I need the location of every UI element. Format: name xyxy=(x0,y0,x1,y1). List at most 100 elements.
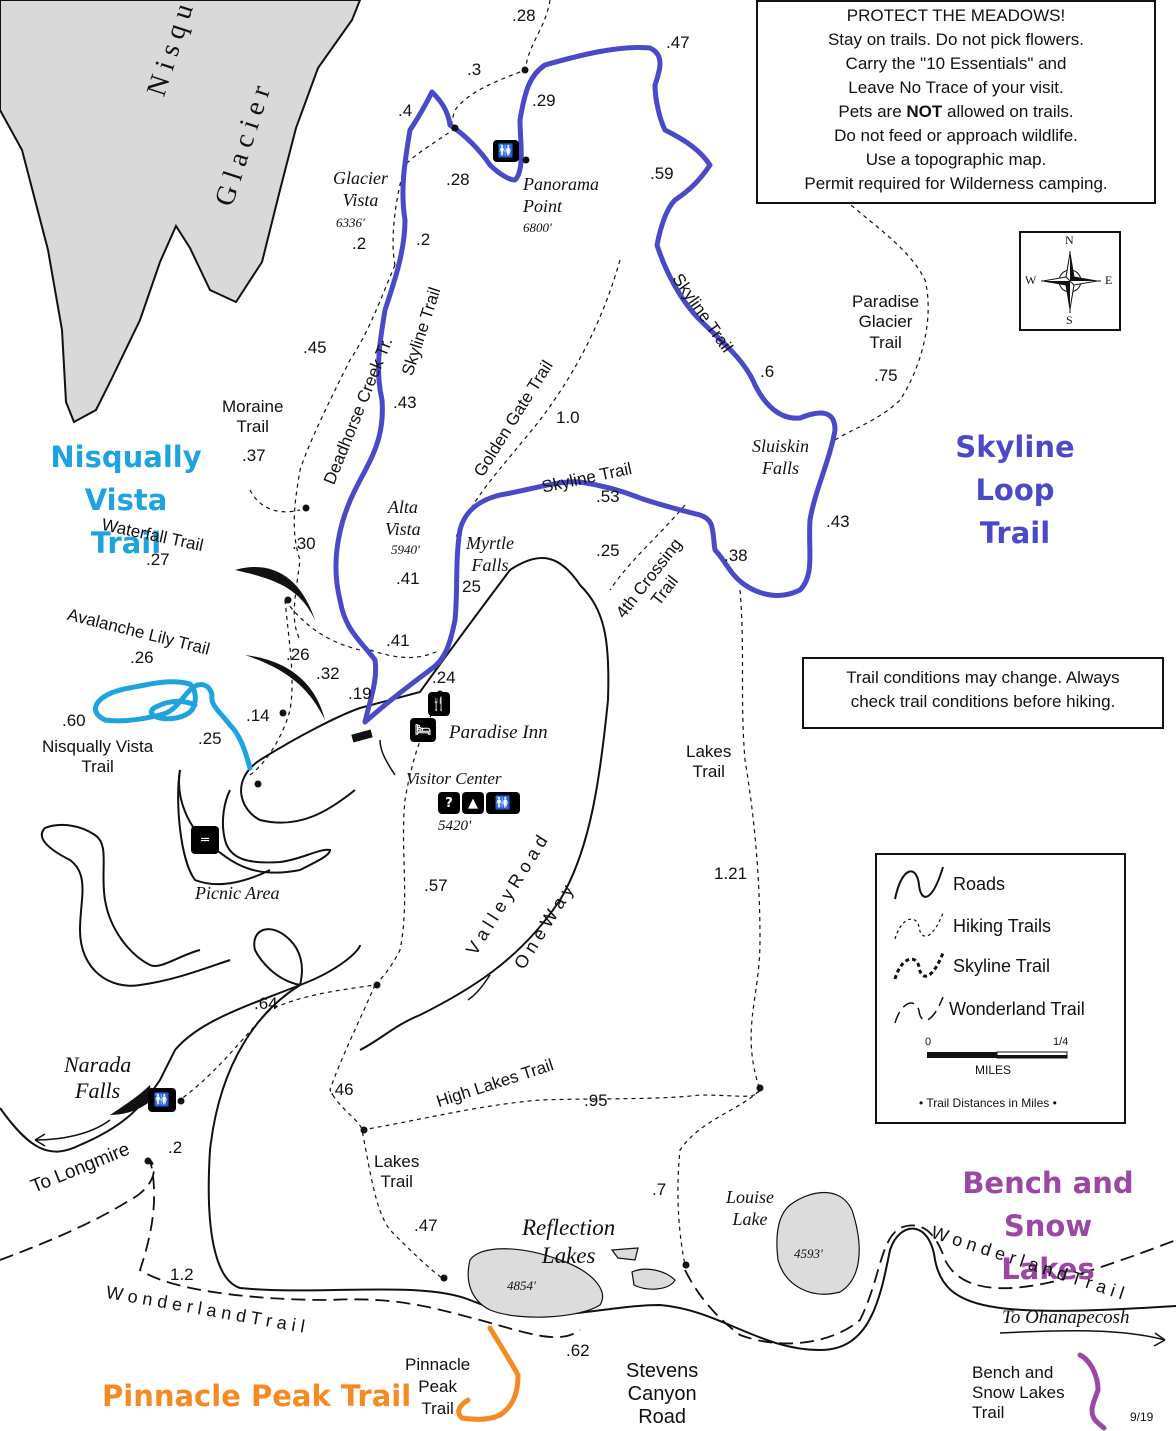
notice-line: Permit required for Wilderness camping. xyxy=(804,174,1108,193)
trail-distance-label: .62 xyxy=(566,1341,590,1360)
compass-s: S xyxy=(1066,313,1073,327)
to-ohanapecosh-arrow xyxy=(999,1329,1166,1341)
alta-vista-label: Alta Vista xyxy=(385,497,421,539)
visitor-center-label: Visitor Center xyxy=(406,769,502,788)
legend-scale-start: 0 xyxy=(925,1036,932,1048)
compass-w: W xyxy=(1025,273,1037,287)
conditions-line-1: Trail conditions may change. Always xyxy=(846,668,1120,687)
lakes xyxy=(467,1191,860,1318)
info-icon: ? xyxy=(438,792,460,814)
trail-distance-label: .26 xyxy=(286,645,310,664)
reflection-lakes-shape xyxy=(467,1248,604,1318)
trail-distance-label: .28 xyxy=(512,6,536,25)
picnic-area-label: Picnic Area xyxy=(195,883,280,903)
trail-distance-label: .45 xyxy=(303,338,327,357)
bench-snow-route xyxy=(1077,1352,1107,1431)
trail-distance-label: .27 xyxy=(146,550,170,569)
trail-distance-label: .2 xyxy=(352,234,367,253)
notice-line: Carry the "10 Essentials" and xyxy=(845,54,1067,73)
legend-distance-note: • Trail Distances in Miles • xyxy=(919,1096,1057,1110)
trail-distance-label: .19 xyxy=(348,684,372,703)
nisqually-vista-route xyxy=(92,679,253,771)
nisqually-vista-title: Nisqually Vista Trail xyxy=(50,440,202,560)
trail-distance-label: .29 xyxy=(532,91,556,110)
version-label: 9/19 xyxy=(1130,1410,1154,1424)
trail-distance-label: 1.0 xyxy=(556,408,580,427)
roads xyxy=(0,557,1176,1352)
compass-e: E xyxy=(1105,273,1113,287)
trail-distance-label: .2 xyxy=(168,1138,183,1157)
trail-distance-label: .59 xyxy=(650,164,674,183)
trail-distance-label: .4 xyxy=(398,101,413,120)
to-ohanapecosh-label: To Ohanapecosh xyxy=(1002,1307,1130,1328)
picnic-table-icon: ═ xyxy=(191,826,219,854)
visitor-center-building xyxy=(351,729,373,743)
restaurant-icon: 🍴 xyxy=(428,692,450,716)
louise-lake-elevation: 4593' xyxy=(794,1246,823,1261)
moraine-trail-label: Moraine Trail xyxy=(222,397,284,437)
visitor-restroom-icon: 🚻 xyxy=(486,792,520,814)
trail-distance-label: .60 xyxy=(62,711,86,730)
trail-distance-label: .53 xyxy=(596,487,620,506)
myrtle-falls-label: Myrtle Falls xyxy=(466,533,514,575)
trail-distance-label: 25 xyxy=(462,577,481,596)
notice-line: Leave No Trace of your visit. xyxy=(848,78,1064,97)
trail-distance-label: .47 xyxy=(414,1216,438,1235)
pinnacle-peak-trail-label: Pinnacle Peak Trail xyxy=(405,1355,471,1418)
narada-falls-shape xyxy=(110,1085,152,1115)
trail-distance-label: .57 xyxy=(424,876,448,895)
trail-distance-label: .30 xyxy=(292,534,316,553)
conditions-line-2: check trail conditions before hiking. xyxy=(850,692,1116,711)
panorama-elevation: 6800' xyxy=(523,220,552,235)
avalanche-trail-pointer xyxy=(245,655,325,720)
compass-box: N S E W xyxy=(1019,231,1121,331)
trail-distance-label: .6 xyxy=(760,362,775,381)
notice-box: PROTECT THE MEADOWS!Stay on trails. Do n… xyxy=(756,0,1156,204)
compass-n: N xyxy=(1065,233,1074,247)
trail-distance-label: .64 xyxy=(254,994,278,1013)
lodging-icon: 🛏 xyxy=(410,718,436,742)
trail-distance-label: .38 xyxy=(724,546,748,565)
legend-hiking: Hiking Trails xyxy=(953,916,1052,936)
trail-distance-label: .3 xyxy=(467,60,482,79)
trail-distance-label: .41 xyxy=(386,631,410,650)
trail-distance-label: .75 xyxy=(874,366,898,385)
trail-distance-label: .14 xyxy=(246,706,270,725)
trail-distance-label: 1.2 xyxy=(170,1265,194,1284)
trail-distance-label: .41 xyxy=(396,569,420,588)
lakes-trail-south-label: Lakes Trail xyxy=(374,1152,420,1192)
legend-skyline: Skyline Trail xyxy=(953,956,1051,976)
skyline-loop-route xyxy=(333,44,838,725)
nisqually-glacier-shape xyxy=(0,0,362,424)
trail-distance-label: 1.21 xyxy=(714,864,748,883)
legend-scale-unit: MILES xyxy=(975,1063,1012,1077)
notice-line: Use a topographic map. xyxy=(865,150,1047,169)
bench-snow-title: Bench and Snow Lakes xyxy=(962,1166,1134,1286)
alta-vista-elevation: 5940' xyxy=(391,542,420,557)
legend-scale-end: 1/4 xyxy=(1053,1036,1069,1048)
trail-distance-label: .28 xyxy=(446,170,470,189)
legend-roads: Roads xyxy=(953,874,1006,894)
trail-distance-label: .7 xyxy=(652,1180,667,1199)
trail-distance-label: .47 xyxy=(666,33,690,52)
panorama-point-label: Panorama Point xyxy=(523,174,599,216)
trail-distance-label: .26 xyxy=(130,648,154,667)
louise-lake-shape xyxy=(776,1191,860,1295)
pinnacle-peak-title: Pinnacle Peak Trail xyxy=(102,1379,412,1413)
glacier-vista-elevation: 6336' xyxy=(336,215,365,230)
notice-line: Stay on trails. Do not pick flowers. xyxy=(827,30,1085,49)
sluiskin-falls-label: Sluiskin Falls xyxy=(752,436,809,478)
trail-distance-label: .24 xyxy=(432,668,456,687)
reflection-lakes-elevation: 4854' xyxy=(507,1278,536,1293)
ranger-icon: ▲ xyxy=(462,792,484,814)
lakes-trail-east-label: Lakes Trail xyxy=(686,742,732,782)
paradise-inn-label: Paradise Inn xyxy=(449,722,548,743)
trail-distance-label: .25 xyxy=(596,541,620,560)
compass-rose-icon xyxy=(1041,251,1101,313)
narada-restroom-icon: 🚻 xyxy=(148,1088,176,1112)
legend-box: Roads Hiking Trails Skyline Trail Wonder… xyxy=(875,853,1126,1124)
wonderland-trail xyxy=(0,1157,1176,1345)
notice-line: Do not feed or approach wildlife. xyxy=(834,126,1078,145)
trail-distance-label: .43 xyxy=(393,393,417,412)
